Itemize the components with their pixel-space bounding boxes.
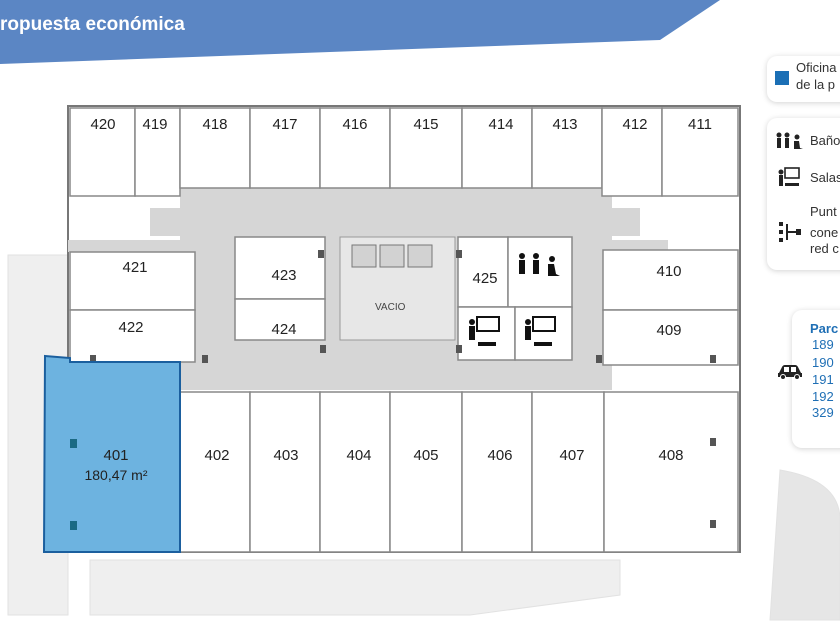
page-title: ropuesta económica: [0, 14, 185, 35]
office-legend-label: Oficina: [796, 60, 837, 75]
room-label: 403: [273, 447, 299, 464]
room-label: 405: [413, 447, 439, 464]
room-label: 404: [346, 447, 372, 464]
office-legend-label: de la p: [796, 77, 836, 92]
car-icon: [778, 365, 802, 380]
network-legend-label: Punt: [810, 204, 837, 219]
parking-title: Parc: [810, 321, 839, 336]
meeting-legend-label: Salas: [810, 170, 840, 185]
room-label: 406: [487, 447, 513, 464]
selected-office-area: 180,47 m²: [84, 467, 148, 483]
network-point-icon: [779, 222, 801, 242]
parking-card: [792, 310, 840, 448]
room-label: 424: [271, 321, 297, 338]
office-color-swatch: [775, 71, 789, 85]
header-banner: [0, 0, 720, 64]
bathroom-icon: [776, 132, 803, 149]
room-label: 409: [656, 322, 682, 339]
room-label: 421: [122, 259, 148, 276]
room-label: 414: [488, 116, 514, 133]
bathroom-legend-label: Baño: [810, 133, 840, 148]
room-label: 425: [472, 270, 498, 287]
parking-space: 190: [812, 355, 834, 370]
room-label: 417: [272, 116, 298, 133]
room-label: 423: [271, 267, 297, 284]
room-label: 416: [342, 116, 368, 133]
room-label: 419: [142, 116, 168, 133]
room-label: 420: [90, 116, 116, 133]
room-label: 402: [204, 447, 230, 464]
room-label: 411: [688, 116, 712, 133]
room-label: 413: [552, 116, 578, 133]
room-label: 418: [202, 116, 228, 133]
parking-space: 192: [812, 389, 834, 404]
selected-office-number[interactable]: 401: [103, 447, 129, 464]
void-label: VACIO: [375, 302, 406, 313]
network-legend-label: red c: [810, 241, 839, 256]
room-label: 410: [656, 263, 682, 280]
parking-space: 329: [812, 405, 834, 420]
meeting-room-icon: [778, 167, 800, 186]
room-label: 408: [658, 447, 684, 464]
room-label: 407: [559, 447, 585, 464]
network-legend-label: cone: [810, 225, 839, 240]
room-label: 415: [413, 116, 439, 133]
bathroom-icon: [519, 253, 560, 276]
office-401-highlight: [42, 354, 181, 553]
room-label: 422: [118, 319, 144, 336]
parking-space: 191: [812, 372, 834, 387]
room-label: 412: [622, 116, 648, 133]
meeting-room-icon: [469, 316, 556, 346]
parking-space: 189: [812, 337, 834, 352]
